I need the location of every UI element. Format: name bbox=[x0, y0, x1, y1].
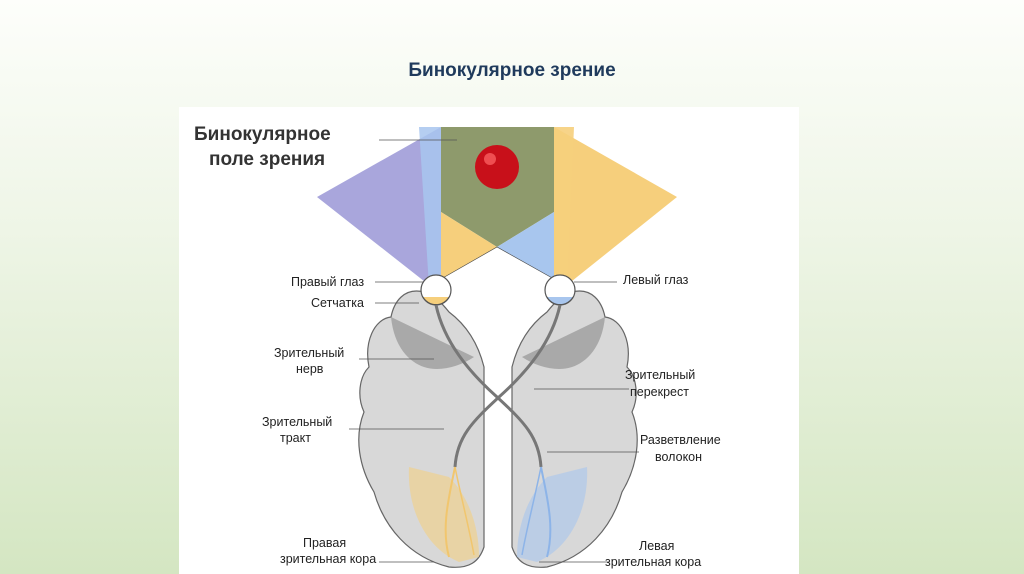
label-optic-nerve-2: нерв bbox=[296, 362, 324, 376]
label-chiasm-1: Зрительный bbox=[625, 368, 695, 382]
label-optic-tract-1: Зрительный bbox=[262, 415, 332, 429]
binocular-vision-figure: Бинокулярное поле зрения Правый глаз Сет… bbox=[179, 107, 799, 574]
label-left-cortex-1: Левая bbox=[639, 539, 674, 553]
viewed-object bbox=[475, 145, 519, 189]
field-label-line2: поле зрения bbox=[209, 149, 325, 170]
label-right-cortex-1: Правая bbox=[303, 536, 346, 550]
label-left-eye: Левый глаз bbox=[623, 273, 689, 287]
field-label-line1: Бинокулярное bbox=[194, 124, 331, 145]
slide-title: Бинокулярное зрение bbox=[0, 60, 1024, 82]
label-retina: Сетчатка bbox=[311, 296, 364, 310]
label-right-eye: Правый глаз bbox=[291, 275, 364, 289]
label-branching-2: волокон bbox=[655, 450, 702, 464]
label-chiasm-2: перекрест bbox=[630, 385, 689, 399]
visual-field bbox=[317, 127, 677, 287]
label-branching-1: Разветвление bbox=[640, 433, 721, 447]
label-left-cortex-2: зрительная кора bbox=[605, 555, 701, 569]
binocular-vision-diagram: Бинокулярное поле зрения Правый глаз Сет… bbox=[179, 107, 799, 574]
eyes bbox=[421, 275, 575, 305]
label-optic-tract-2: тракт bbox=[280, 431, 311, 445]
label-optic-nerve-1: Зрительный bbox=[274, 346, 344, 360]
label-right-cortex-2: зрительная кора bbox=[280, 552, 376, 566]
